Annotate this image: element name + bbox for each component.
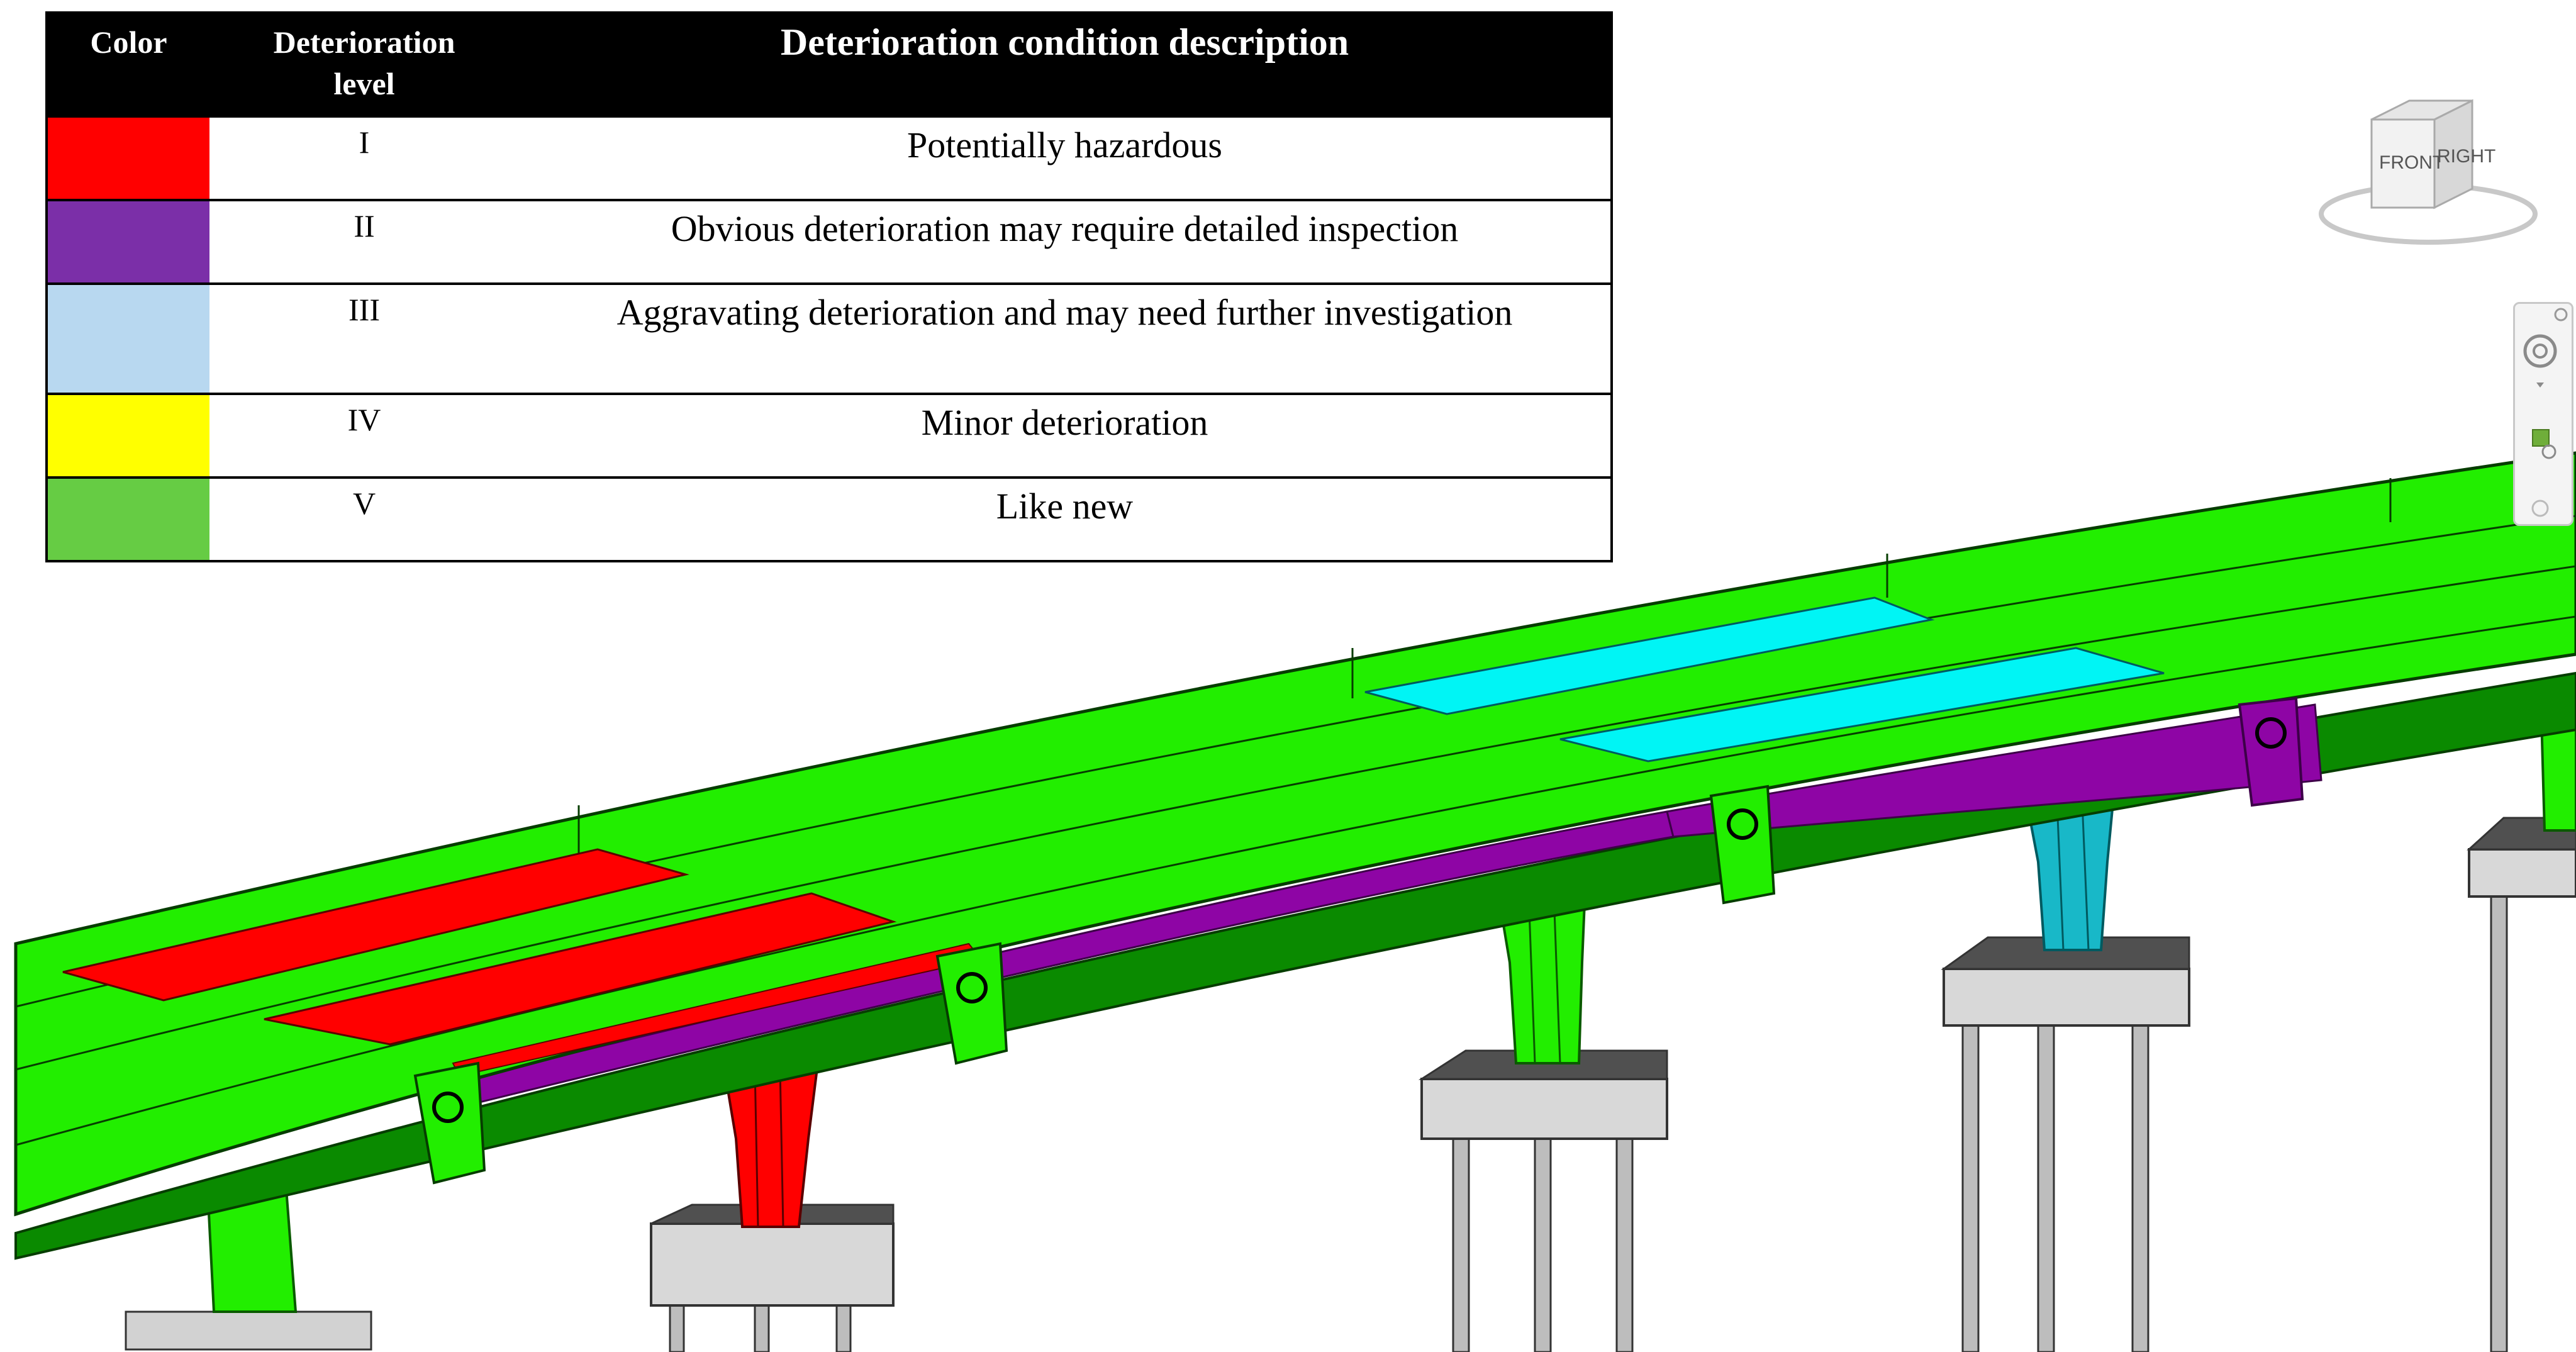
description-2: Obvious deterioration may require detail… xyxy=(519,199,1612,284)
bearing-4 xyxy=(2238,696,2304,807)
bearing-3 xyxy=(1709,785,1776,905)
color-swatch-2 xyxy=(47,199,209,284)
description-3: Aggravating deterioration and may need f… xyxy=(519,282,1612,394)
legend-row-4: IV Minor deterioration xyxy=(47,393,1612,478)
pan-icon[interactable] xyxy=(2532,429,2550,447)
legend-row-1: I Potentially hazardous xyxy=(47,115,1612,200)
legend-row-5: V Like new xyxy=(47,476,1612,561)
steering-wheel-icon[interactable] xyxy=(2523,334,2557,368)
viewcube-right-label: RIGHT xyxy=(2437,146,2495,167)
color-swatch-5 xyxy=(47,476,209,561)
bridge-deck xyxy=(14,451,2576,1217)
hazard-patch-deck xyxy=(62,848,983,1077)
level-3: III xyxy=(209,282,519,394)
header-level-line1: Deterioration xyxy=(273,25,455,60)
header-description: Deterioration condition description xyxy=(519,13,1612,116)
legend-header-row: Color Deterioration level Deterioration … xyxy=(47,13,1612,116)
legend-row-3: III Aggravating deterioration and may ne… xyxy=(47,282,1612,394)
header-level: Deterioration level xyxy=(209,13,519,116)
level-5: V xyxy=(209,476,519,561)
aggravating-patch-deck xyxy=(1364,596,2165,763)
description-4: Minor deterioration xyxy=(519,393,1612,478)
description-5: Like new xyxy=(519,476,1612,561)
pier-1-foundation xyxy=(125,1310,372,1351)
bearing-1 xyxy=(413,1061,486,1185)
header-level-line2: level xyxy=(333,66,395,101)
viewcube-widget[interactable]: FRONT RIGHT xyxy=(2302,88,2541,252)
orbit-icon[interactable] xyxy=(2531,500,2549,517)
color-swatch-3 xyxy=(47,282,209,394)
bridge-girder xyxy=(14,671,2576,1260)
level-4: IV xyxy=(209,393,519,478)
pier-2-foundation xyxy=(650,1204,895,1352)
color-swatch-4 xyxy=(47,393,209,478)
deterioration-legend-table: Color Deterioration level Deterioration … xyxy=(45,11,1613,562)
pier-5-foundation xyxy=(2467,817,2576,1352)
header-color: Color xyxy=(47,13,209,116)
level-2: II xyxy=(209,199,519,284)
close-icon[interactable] xyxy=(2554,308,2568,321)
level-1: I xyxy=(209,115,519,200)
viewcube-front-label: FRONT xyxy=(2379,152,2444,173)
legend-row-2: II Obvious deterioration may require det… xyxy=(47,199,1612,284)
pier-4-foundation xyxy=(1941,936,2190,1352)
bearing-2 xyxy=(935,942,1008,1065)
color-swatch-1 xyxy=(47,115,209,200)
description-1: Potentially hazardous xyxy=(519,115,1612,200)
chevron-down-icon[interactable] xyxy=(2536,383,2544,388)
pier-3-foundation xyxy=(1418,1049,1668,1352)
navigation-bar[interactable] xyxy=(2513,302,2573,526)
zoom-icon[interactable] xyxy=(2541,444,2556,459)
viewcube-right-face[interactable] xyxy=(2433,99,2473,210)
